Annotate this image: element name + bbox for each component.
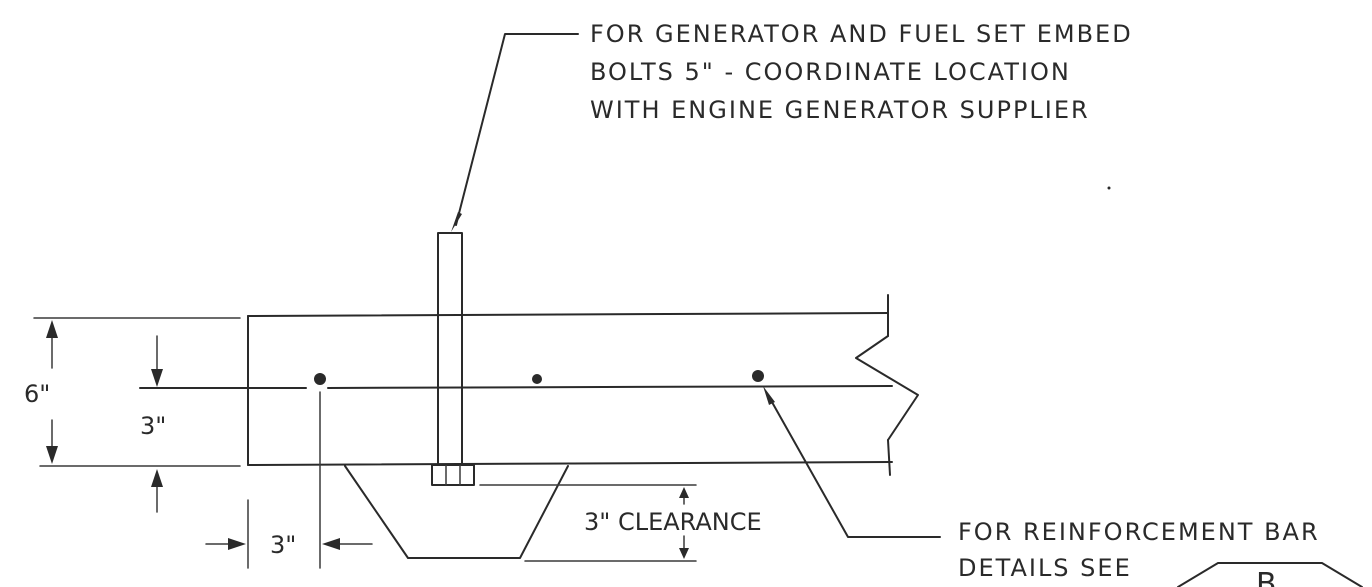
generator-note-leader [451,33,579,232]
slab-thickness-dimension [33,317,241,467]
generator-bolt-note: FOR GENERATOR AND FUEL SET EMBED BOLTS 5… [590,20,1133,124]
bar-depth-label: 3" [140,412,166,440]
rebar-1 [314,373,326,385]
clearance-dimension [479,484,697,562]
clearance-pocket [344,465,569,559]
reinforcement-note-line-1: FOR REINFORCEMENT BAR [958,518,1320,546]
concrete-slab [247,294,893,476]
edge-offset-label: 3" [270,531,296,559]
bar-depth-dimension [151,335,163,513]
clearance-label: 3" CLEARANCE [584,508,762,536]
reinforcement-bars [139,370,893,389]
rebar-2 [532,374,542,384]
speck [1107,186,1111,190]
embed-bolt [431,232,475,486]
generator-note-line-3: WITH ENGINE GENERATOR SUPPLIER [590,96,1090,124]
break-line [855,335,919,441]
generator-note-line-2: BOLTS 5" - COORDINATE LOCATION [590,58,1071,86]
reinforcement-note-line-2: DETAILS SEE [958,554,1132,582]
generator-note-line-1: FOR GENERATOR AND FUEL SET EMBED [590,20,1133,48]
edge-offset-dimension [205,391,373,569]
reinforcement-note-leader [763,386,941,538]
rebar-3 [752,370,764,382]
section-marker: B [1177,562,1363,587]
section-marker-letter: B [1256,567,1277,587]
reinforcement-note: FOR REINFORCEMENT BAR DETAILS SEE [958,518,1320,582]
slab-thickness-label: 6" [24,380,50,408]
